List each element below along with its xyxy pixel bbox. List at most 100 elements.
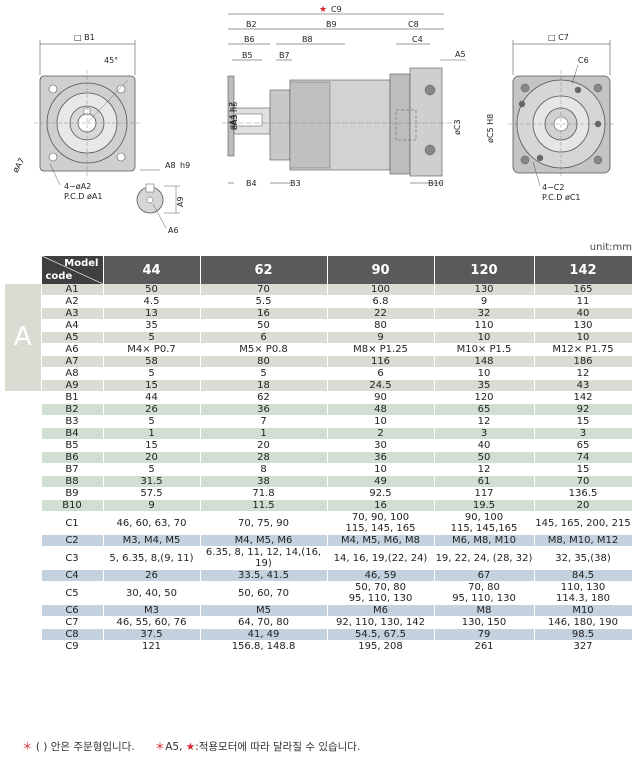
svg-text:★: ★ [319, 5, 327, 15]
cell-c9-90: 195, 208 [327, 640, 435, 653]
row-code: A4 [41, 319, 104, 332]
label-b8: B8 [302, 35, 313, 44]
cell-b3-44: 5 [103, 415, 201, 428]
label-a9: A9 [176, 196, 185, 207]
side-view: ★ C9 B2 B9 C8 B6 B8 C4 B5 B7 A5 øA4 h7 ø… [222, 5, 495, 188]
label-a5: A5 [455, 50, 466, 59]
group-label-a: A [5, 284, 42, 392]
cell-b10-62: 11.5 [200, 499, 328, 512]
row-code: B4 [41, 427, 104, 440]
cell-a8-90: 6 [327, 367, 435, 380]
cell-a4-62: 50 [200, 319, 328, 332]
cell-a2-62: 5.5 [200, 295, 328, 308]
cell-b6-142: 74 [534, 451, 633, 464]
cell-a3-120: 32 [434, 307, 535, 320]
cell-b4-44: 1 [103, 427, 201, 440]
cell-c3-120: 19, 22, 24, (28, 32) [434, 546, 535, 570]
label-4-c2: 4−C2 [542, 183, 564, 192]
cell-b7-44: 5 [103, 463, 201, 476]
footnote-asterisk-1: ＊ [22, 741, 33, 753]
row-code: C1 [41, 511, 104, 535]
footnote-text-1: ( ) 안은 주문형입니다. [35, 741, 135, 753]
label-a6: A6 [168, 226, 179, 235]
cell-a9-90: 24.5 [327, 379, 435, 392]
cell-a6-90: M8× P1.25 [327, 343, 435, 356]
row-code: C7 [41, 616, 104, 629]
model-code-header: Model code [41, 256, 104, 284]
cell-a7-44: 58 [103, 355, 201, 368]
cell-c9-44: 121 [103, 640, 201, 653]
cell-c7-62: 64, 70, 80 [200, 616, 328, 629]
cell-c4-62: 33.5, 41.5 [200, 569, 328, 582]
cell-c9-62: 156.8, 148.8 [200, 640, 328, 653]
cell-c1-44: 46, 60, 63, 70 [103, 511, 201, 535]
cell-c9-142: 327 [534, 640, 633, 653]
row-code: C2 [41, 534, 104, 547]
cell-b8-142: 70 [534, 475, 633, 488]
row-code: A8 [41, 367, 104, 380]
model-header-62: 62 [200, 256, 328, 284]
cell-b5-62: 20 [200, 439, 328, 452]
row-code: B2 [41, 403, 104, 416]
cell-b1-120: 120 [434, 391, 535, 404]
row-code: A7 [41, 355, 104, 368]
front-view-motor-flange: □ C7 C6 4−C2 P.C.D øC1 [508, 33, 616, 202]
cell-b4-120: 3 [434, 427, 535, 440]
header-code-label: code [45, 271, 73, 282]
cell-b3-90: 10 [327, 415, 435, 428]
header-model-label: Model [64, 258, 99, 269]
unit-label: unit:mm [589, 242, 632, 253]
row-code: A1 [41, 284, 104, 296]
cell-c1-142: 145, 165, 200, 215 [534, 511, 633, 535]
label-c3: øC3 [453, 119, 462, 135]
cell-a5-142: 10 [534, 331, 633, 344]
label-c6: C6 [578, 56, 589, 65]
cell-c2-142: M8, M10, M12 [534, 534, 633, 547]
footnote-text-3: :적용모터에 따라 달라질 수 있습니다. [195, 741, 361, 753]
cell-a7-90: 116 [327, 355, 435, 368]
cell-a5-62: 6 [200, 331, 328, 344]
cell-c2-62: M4, M5, M6 [200, 534, 328, 547]
cell-c1-62: 70, 75, 90 [200, 511, 328, 535]
cell-b10-142: 20 [534, 499, 633, 512]
cell-a1-62: 70 [200, 284, 328, 296]
row-code: C8 [41, 628, 104, 641]
cell-a5-120: 10 [434, 331, 535, 344]
cell-c6-142: M10 [534, 604, 633, 617]
cell-a2-120: 9 [434, 295, 535, 308]
cell-c4-120: 67 [434, 569, 535, 582]
label-h9: h9 [180, 161, 190, 170]
footnote-star-icon: ★ [185, 741, 196, 753]
cell-a8-120: 10 [434, 367, 535, 380]
row-code: B9 [41, 487, 104, 500]
cell-b5-44: 15 [103, 439, 201, 452]
cell-a6-62: M5× P0.8 [200, 343, 328, 356]
row-code: C5 [41, 581, 104, 605]
label-b1: □ B1 [74, 33, 95, 42]
footnote-asterisk-2: ＊ [154, 741, 166, 753]
cell-c7-90: 92, 110, 130, 142 [327, 616, 435, 629]
cell-a1-44: 50 [103, 284, 201, 296]
label-b7: B7 [279, 51, 290, 60]
label-c4: C4 [412, 35, 423, 44]
cell-a4-120: 110 [434, 319, 535, 332]
cell-c3-142: 32, 35,(38) [534, 546, 633, 570]
cell-b8-90: 49 [327, 475, 435, 488]
cell-b10-120: 19.5 [434, 499, 535, 512]
cell-c5-120: 70, 80 95, 110, 130 [434, 581, 535, 605]
cell-c1-90: 70, 90, 100 115, 145, 165 [327, 511, 435, 535]
cell-b4-142: 3 [534, 427, 633, 440]
label-4-a2: 4−øA2 [64, 182, 91, 191]
cell-c4-142: 84.5 [534, 569, 633, 582]
row-code: B5 [41, 439, 104, 452]
cell-a9-120: 35 [434, 379, 535, 392]
cell-a4-142: 130 [534, 319, 633, 332]
